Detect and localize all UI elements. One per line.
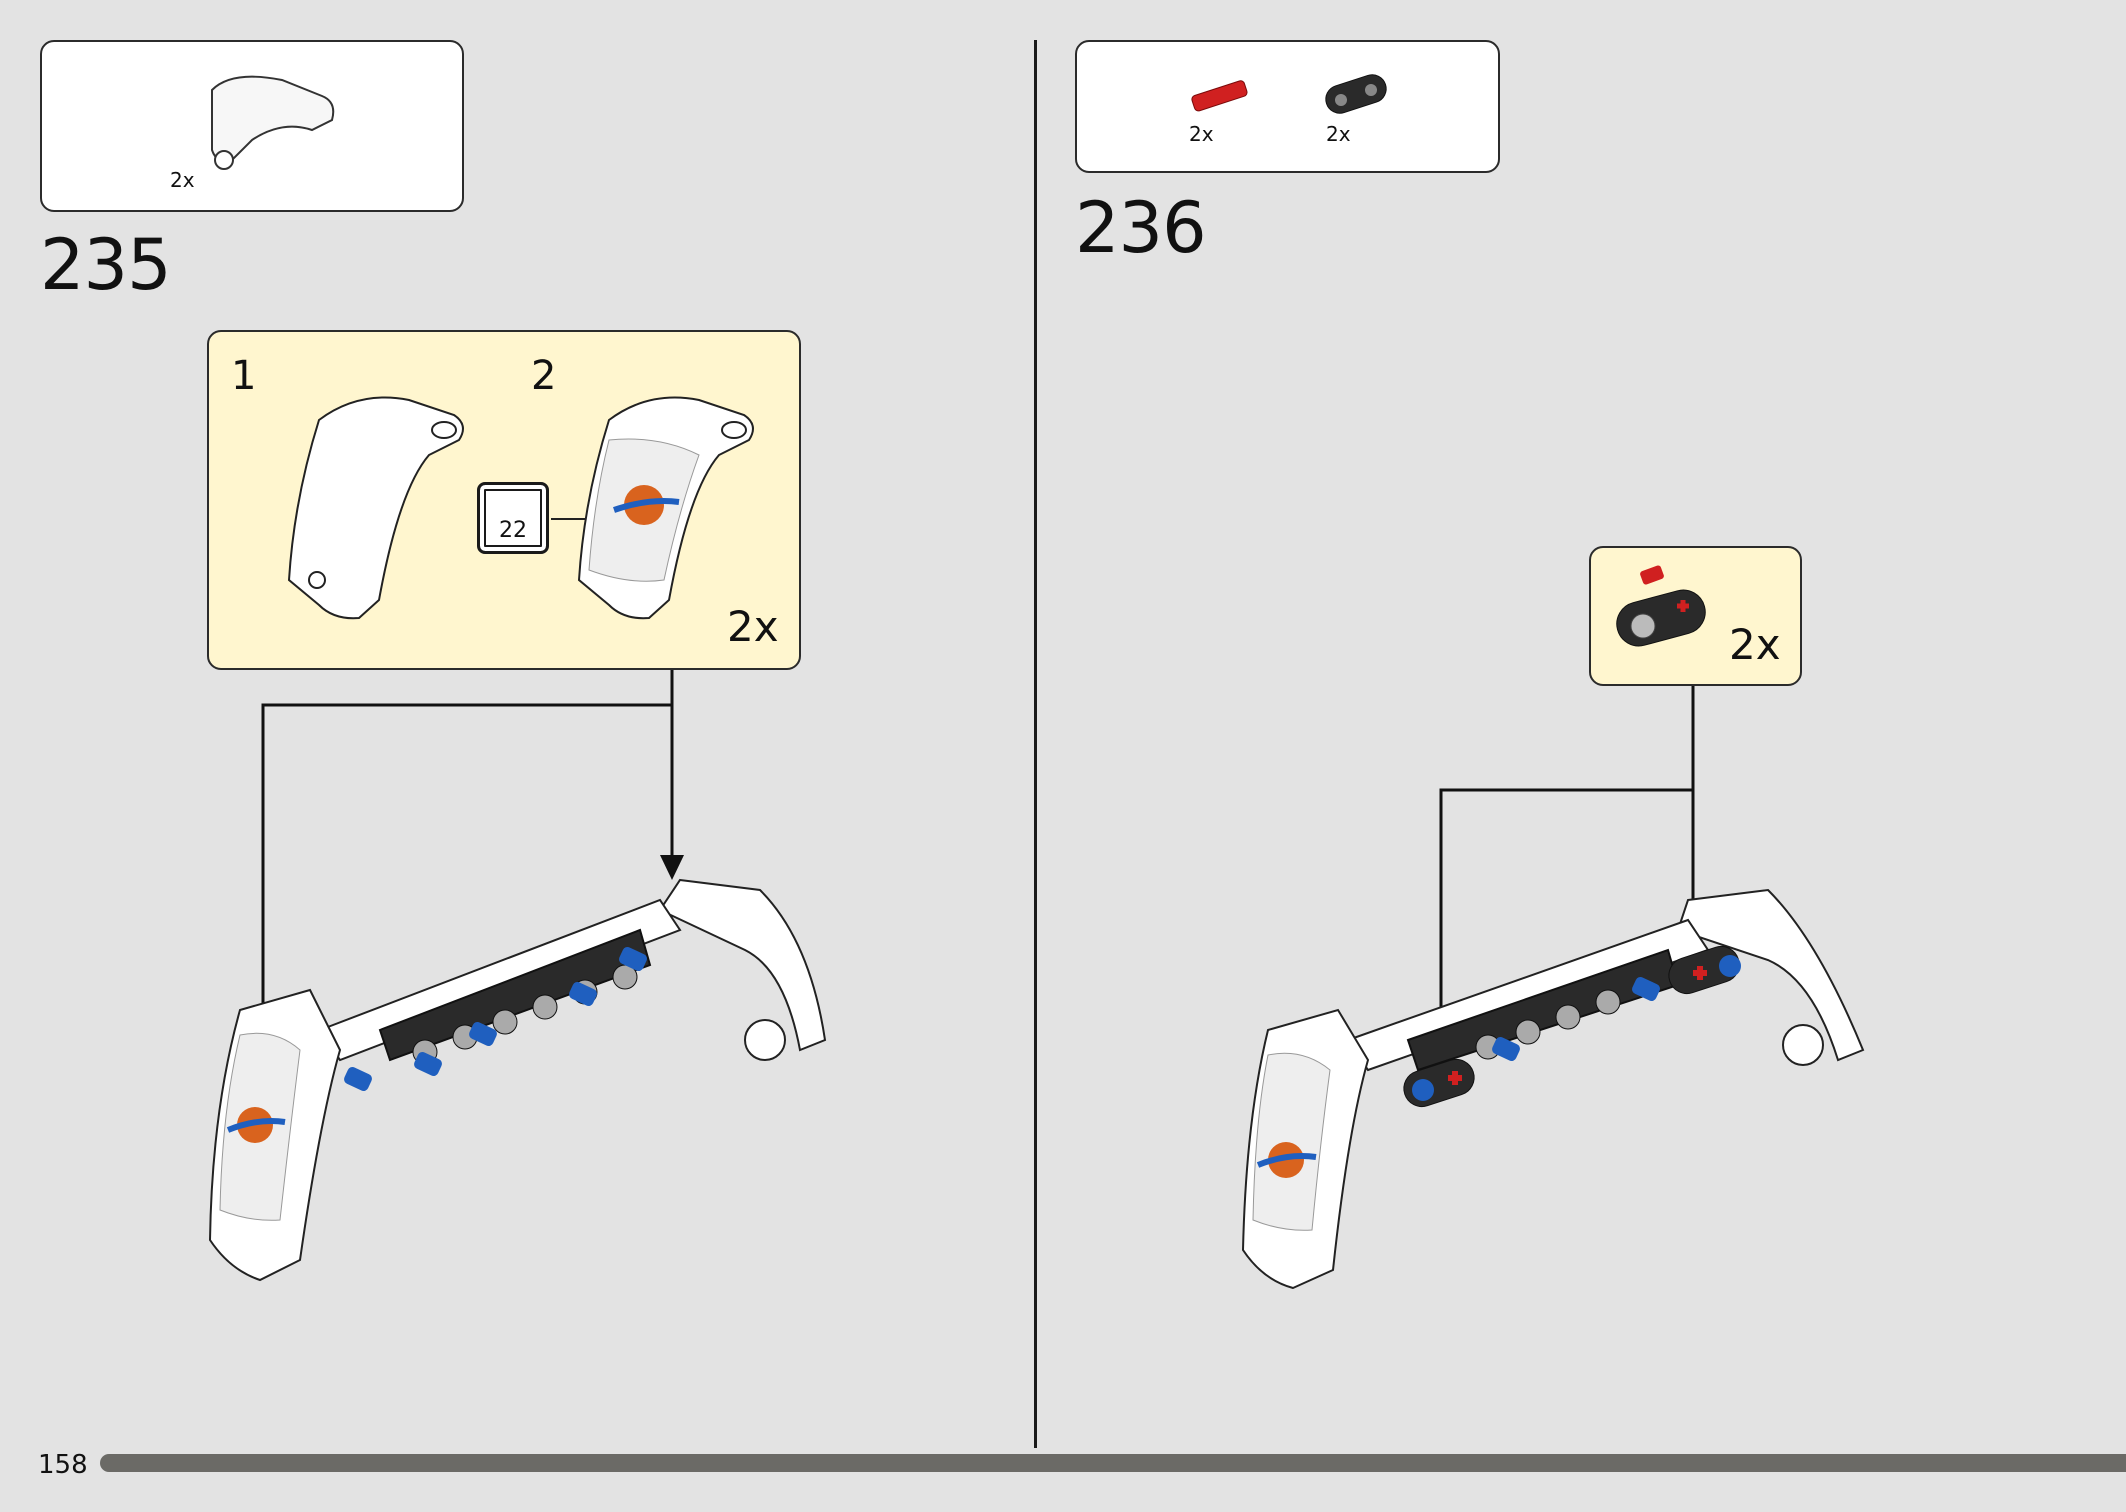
model-illustration-236 — [1241, 888, 1865, 1290]
sticker-reference: 22 — [477, 482, 549, 554]
sub-step-number-2: 2 — [531, 353, 557, 399]
part-quantity: 2x — [1326, 122, 1351, 146]
red-axle-pin-part-icon — [1191, 80, 1248, 112]
model-illustration-235 — [208, 878, 827, 1282]
page-number: 158 — [38, 1450, 88, 1480]
progress-bar — [100, 1454, 2126, 1472]
sticker-number: 22 — [499, 518, 527, 543]
subassembly-quantity: 2x — [1729, 620, 1781, 669]
subassembly-callout-235: 1 2 2x 22 — [207, 330, 801, 670]
beam-with-axle-pin-illustration — [1616, 565, 1706, 647]
white-curved-panel-part-icon — [211, 75, 335, 170]
sub-step-number-1: 1 — [231, 353, 257, 399]
plain-panel-illustration — [287, 396, 464, 620]
subassembly-quantity: 2x — [727, 602, 779, 651]
subassembly-callout-236: 2x — [1589, 546, 1802, 686]
stickered-panel-illustration — [577, 396, 754, 620]
part-quantity: 2x — [170, 168, 195, 192]
black-beam-part-icon — [1325, 74, 1387, 114]
parts-list-236: 2x 2x — [1075, 40, 1500, 173]
page-divider — [1034, 40, 1037, 1448]
step-number-235: 235 — [40, 224, 172, 306]
parts-list-235: 2x — [40, 40, 464, 212]
step-number-236: 236 — [1075, 187, 1207, 269]
sticker-leader-line — [551, 518, 591, 520]
part-quantity: 2x — [1189, 122, 1214, 146]
